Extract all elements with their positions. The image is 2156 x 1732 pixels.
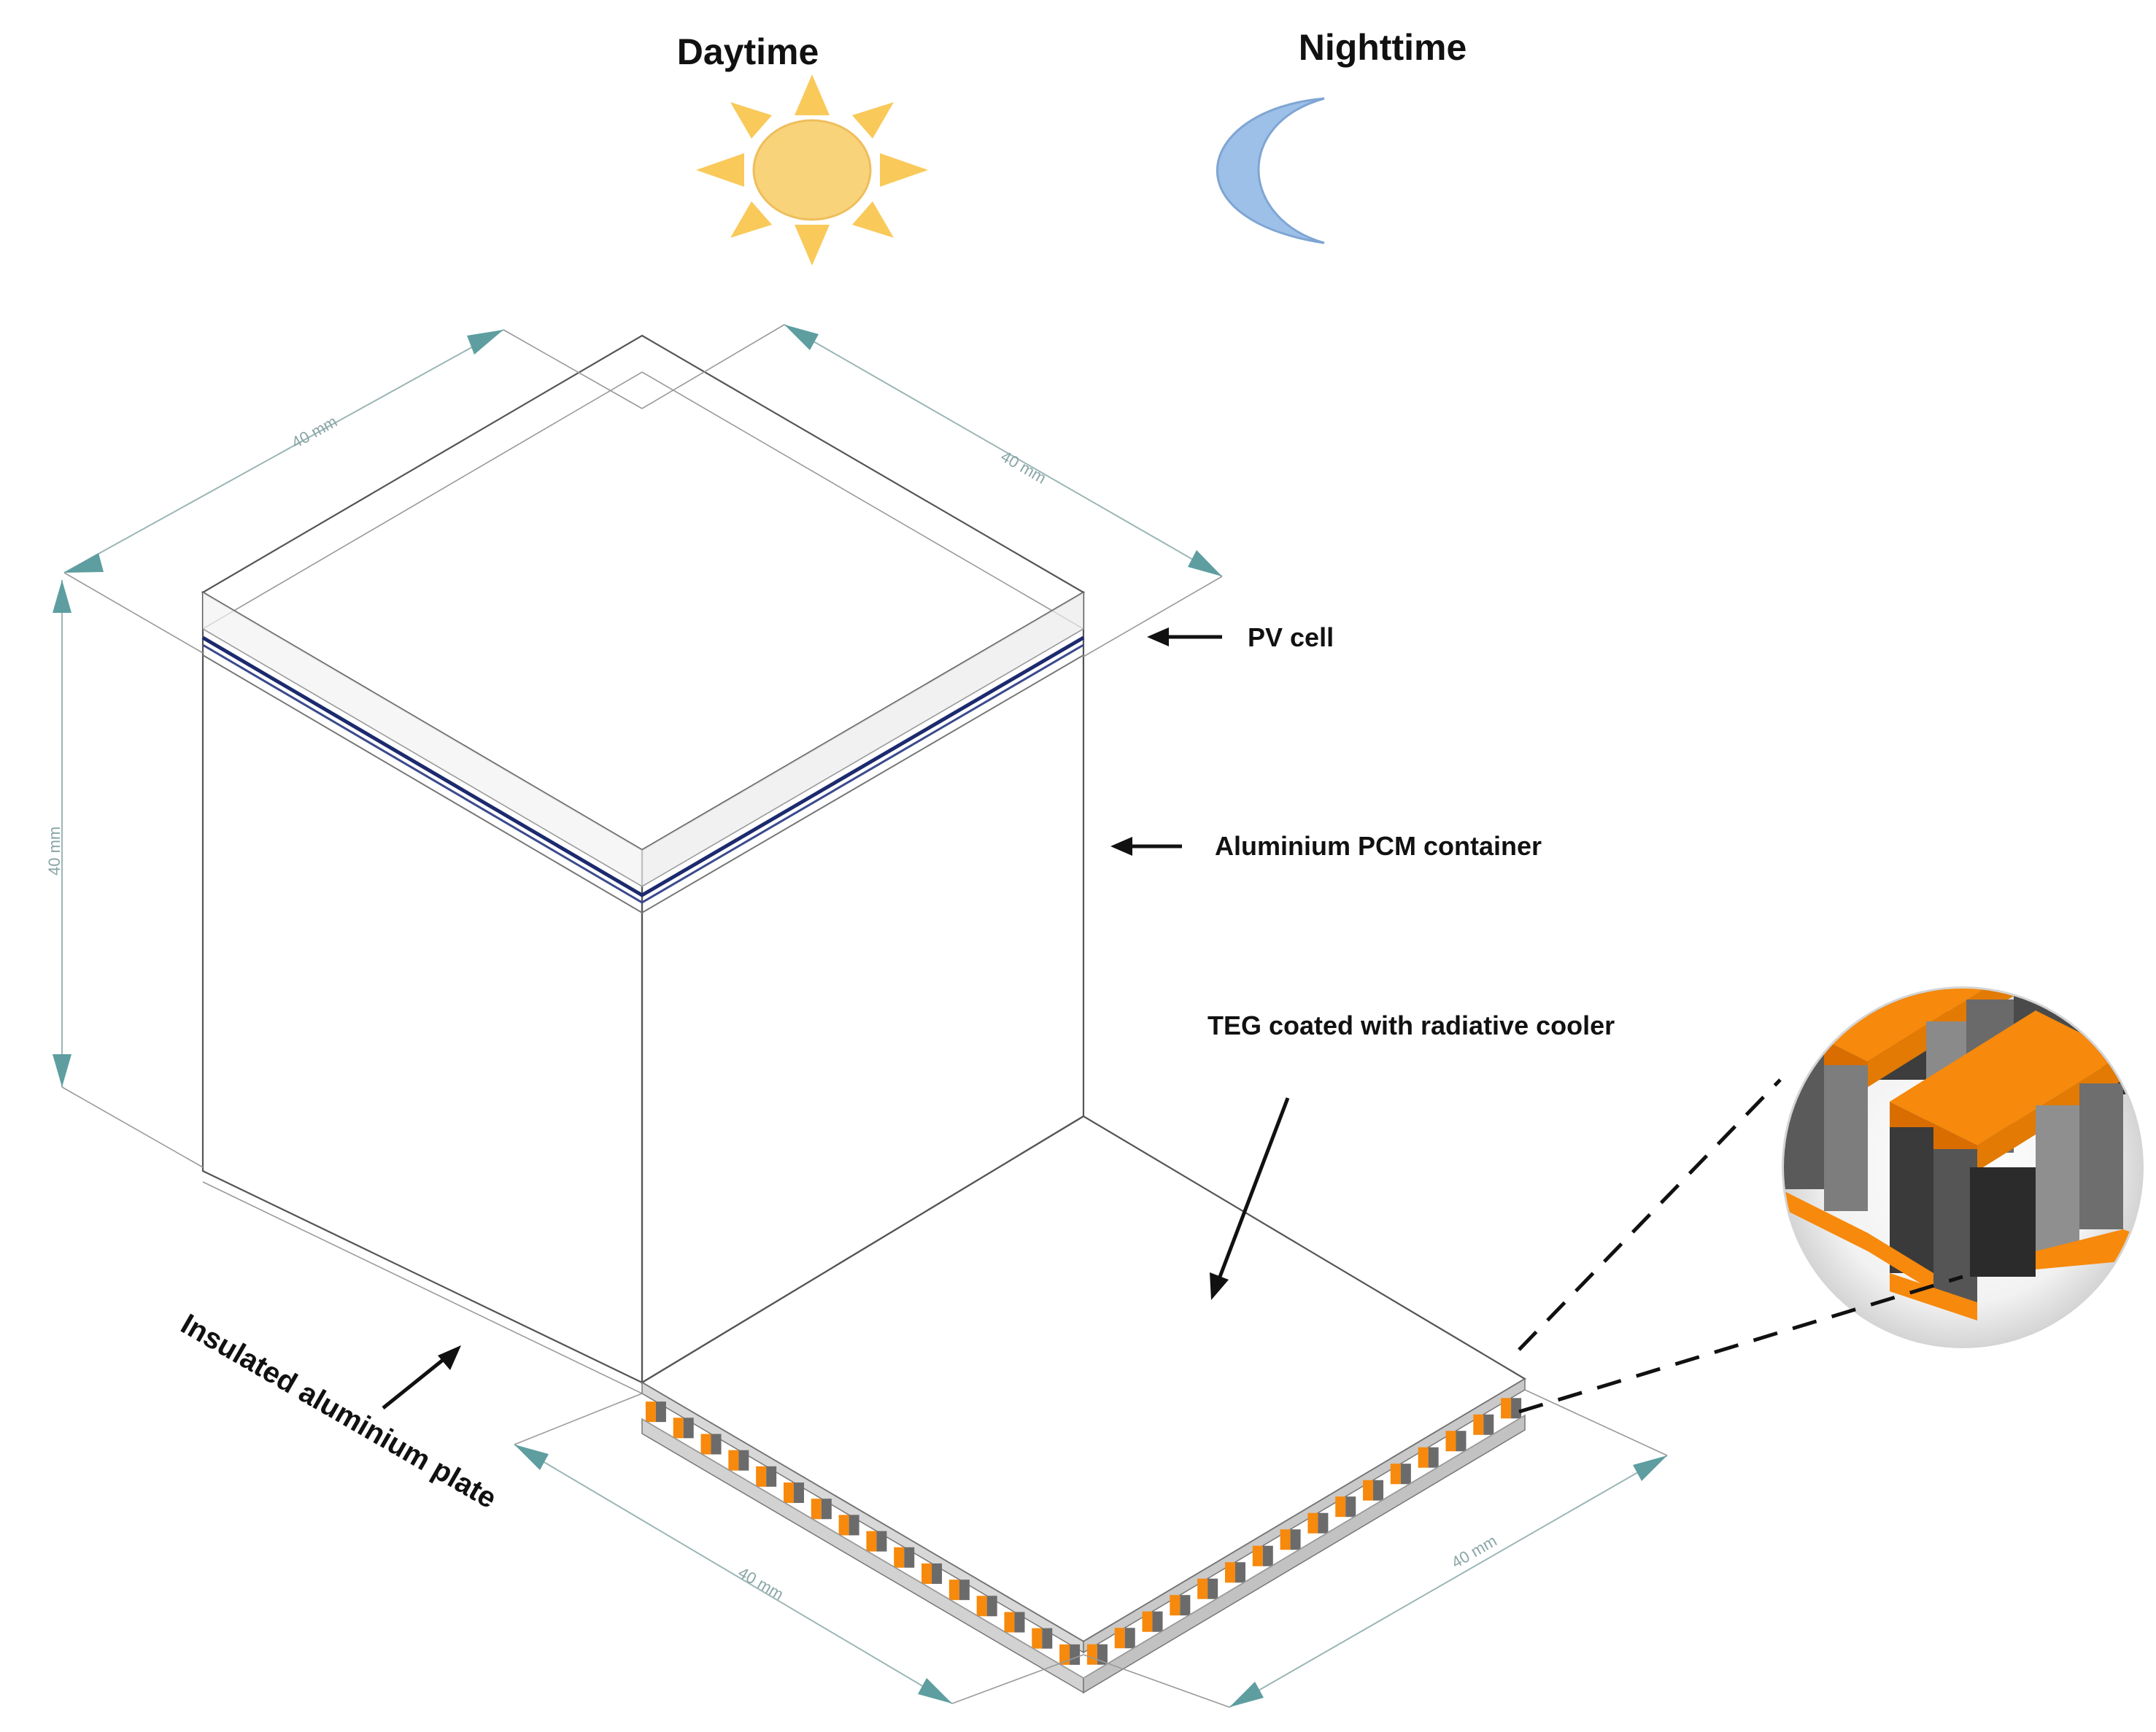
teg-leg xyxy=(894,1547,905,1568)
teg-leg xyxy=(645,1402,656,1423)
teg-leg xyxy=(1042,1628,1053,1649)
teg-leg xyxy=(1262,1545,1273,1566)
teg-leg xyxy=(932,1563,943,1584)
teg-leg xyxy=(876,1531,887,1552)
teg-leg xyxy=(1170,1595,1181,1616)
teg-leg xyxy=(1363,1480,1374,1501)
teg-leg xyxy=(1400,1464,1411,1485)
teg-leg xyxy=(1124,1628,1135,1649)
teg-leg xyxy=(1235,1562,1245,1583)
teg-leg xyxy=(756,1466,767,1487)
teg-leg xyxy=(1208,1578,1218,1599)
teg-leg xyxy=(821,1499,832,1520)
teg-leg xyxy=(683,1418,694,1439)
teg-leg xyxy=(1418,1447,1429,1468)
plate-callout: Insulated aluminium plate xyxy=(176,1308,502,1515)
dimension-vertical: 40 mm xyxy=(45,580,204,1168)
teg-leg xyxy=(866,1531,877,1552)
teg-leg xyxy=(904,1547,915,1568)
daytime-title: Daytime xyxy=(677,31,819,72)
teg-zoom-detail xyxy=(1782,986,2144,1348)
teg-leg xyxy=(1335,1496,1346,1518)
teg-leg xyxy=(1086,1644,1097,1665)
teg-legs-right xyxy=(1086,1398,1522,1665)
teg-leg xyxy=(1180,1595,1191,1616)
dim-top-right-label: 40 mm xyxy=(998,447,1050,487)
teg-leg xyxy=(1456,1431,1467,1452)
zoom-connector-lower xyxy=(1518,1275,1963,1414)
dim-bottom-left-label: 40 mm xyxy=(735,1563,787,1604)
teg-leg xyxy=(1445,1431,1456,1452)
teg-leg xyxy=(1373,1480,1384,1501)
teg-leg xyxy=(793,1482,804,1504)
teg-leg xyxy=(1142,1611,1153,1632)
dim-top-left-label: 40 mm xyxy=(288,412,340,452)
dimension-top-right: 40 mm xyxy=(641,324,1223,657)
zoom-connector-upper xyxy=(1518,1078,1782,1351)
pcm-container-cube xyxy=(201,334,1086,1394)
teg-leg xyxy=(948,1580,959,1601)
teg-leg xyxy=(1114,1628,1125,1649)
teg-leg xyxy=(1345,1496,1356,1518)
teg-leg xyxy=(766,1466,777,1487)
teg-leg xyxy=(738,1450,749,1471)
pcm-container-label: Aluminium PCM container xyxy=(1215,831,1542,861)
teg-module xyxy=(640,1115,1527,1694)
teg-leg xyxy=(838,1515,849,1536)
teg-leg xyxy=(976,1596,987,1617)
teg-leg xyxy=(655,1402,666,1423)
teg-leg xyxy=(1390,1464,1401,1485)
teg-leg xyxy=(959,1580,970,1601)
teg-leg xyxy=(711,1434,722,1455)
teg-leg xyxy=(849,1515,859,1536)
pv-cell-label: PV cell xyxy=(1248,622,1334,652)
pcm-container-callout: Aluminium PCM container xyxy=(1110,831,1542,861)
dimension-bottom-right: 40 mm xyxy=(1083,1389,1668,1708)
teg-label: TEG coated with radiative cooler xyxy=(1208,1010,1615,1040)
teg-leg xyxy=(673,1418,684,1439)
teg-leg xyxy=(783,1482,794,1504)
teg-leg xyxy=(1307,1512,1318,1534)
teg-leg xyxy=(1290,1529,1301,1550)
teg-leg xyxy=(1014,1612,1025,1633)
teg-leg xyxy=(1511,1398,1522,1419)
teg-leg xyxy=(1152,1611,1163,1632)
teg-leg xyxy=(921,1563,932,1584)
sun-icon xyxy=(696,74,928,266)
teg-leg xyxy=(986,1596,997,1617)
teg-leg xyxy=(1252,1545,1263,1566)
teg-leg xyxy=(1483,1414,1494,1435)
teg-leg xyxy=(1004,1612,1015,1633)
pv-cell-callout: PV cell xyxy=(1147,622,1334,652)
teg-leg xyxy=(1280,1529,1291,1550)
teg-leg xyxy=(1070,1644,1081,1665)
dimension-bottom-left: 40 mm xyxy=(514,1393,1084,1704)
plate-label: Insulated aluminium plate xyxy=(176,1308,502,1515)
teg-legs-left xyxy=(645,1402,1081,1665)
teg-leg xyxy=(1097,1644,1108,1665)
teg-leg xyxy=(1059,1644,1070,1665)
moon-icon xyxy=(1216,97,1325,244)
teg-callout: TEG coated with radiative cooler xyxy=(1208,1010,1615,1300)
teg-leg xyxy=(1428,1447,1439,1468)
teg-leg xyxy=(728,1450,739,1471)
teg-leg xyxy=(1473,1414,1484,1435)
teg-leg xyxy=(1318,1512,1329,1534)
dimension-top-left: 40 mm xyxy=(63,329,643,654)
teg-leg xyxy=(1197,1578,1208,1599)
dim-vertical-label: 40 mm xyxy=(45,827,63,875)
teg-leg xyxy=(1032,1628,1043,1649)
teg-leg xyxy=(1501,1398,1512,1419)
nighttime-title: Nighttime xyxy=(1299,27,1467,68)
teg-leg xyxy=(1224,1562,1235,1583)
teg-leg xyxy=(700,1434,711,1455)
teg-leg xyxy=(811,1499,822,1520)
pv-cell-layer xyxy=(201,635,1085,914)
